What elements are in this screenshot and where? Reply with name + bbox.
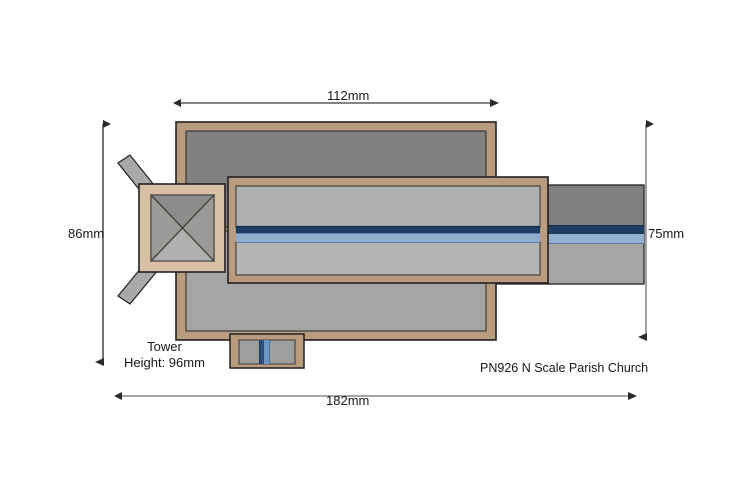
tower-block <box>138 183 226 273</box>
tower-height-line-2: Height: 96mm <box>124 355 205 370</box>
nave-ridge-navy <box>236 226 540 234</box>
dimension-label-left: 86mm <box>68 226 105 241</box>
tower-height-line-1: Tower <box>147 339 182 354</box>
porch-ridge-steel <box>264 340 269 364</box>
nave-roof-upper <box>235 185 541 229</box>
dimension-label-bottom: 182mm <box>326 393 370 408</box>
nave-block <box>227 176 549 284</box>
porch-ridge-navy <box>260 340 264 364</box>
nave-ridge-pale <box>236 234 540 242</box>
nave-roof-lower <box>235 241 541 276</box>
dimension-label-top: 112mm <box>327 88 370 103</box>
chancel-ridge-navy <box>496 226 644 234</box>
chancel-ridge-pale <box>496 234 644 243</box>
product-title-label: PN926 N Scale Parish Church <box>480 361 649 375</box>
tower-height-annotation: Tower Height: 96mm <box>124 339 205 371</box>
porch-block <box>229 333 305 369</box>
tower-roof-diagonal-b <box>150 194 215 262</box>
dimension-label-right: 75mm <box>648 226 685 241</box>
